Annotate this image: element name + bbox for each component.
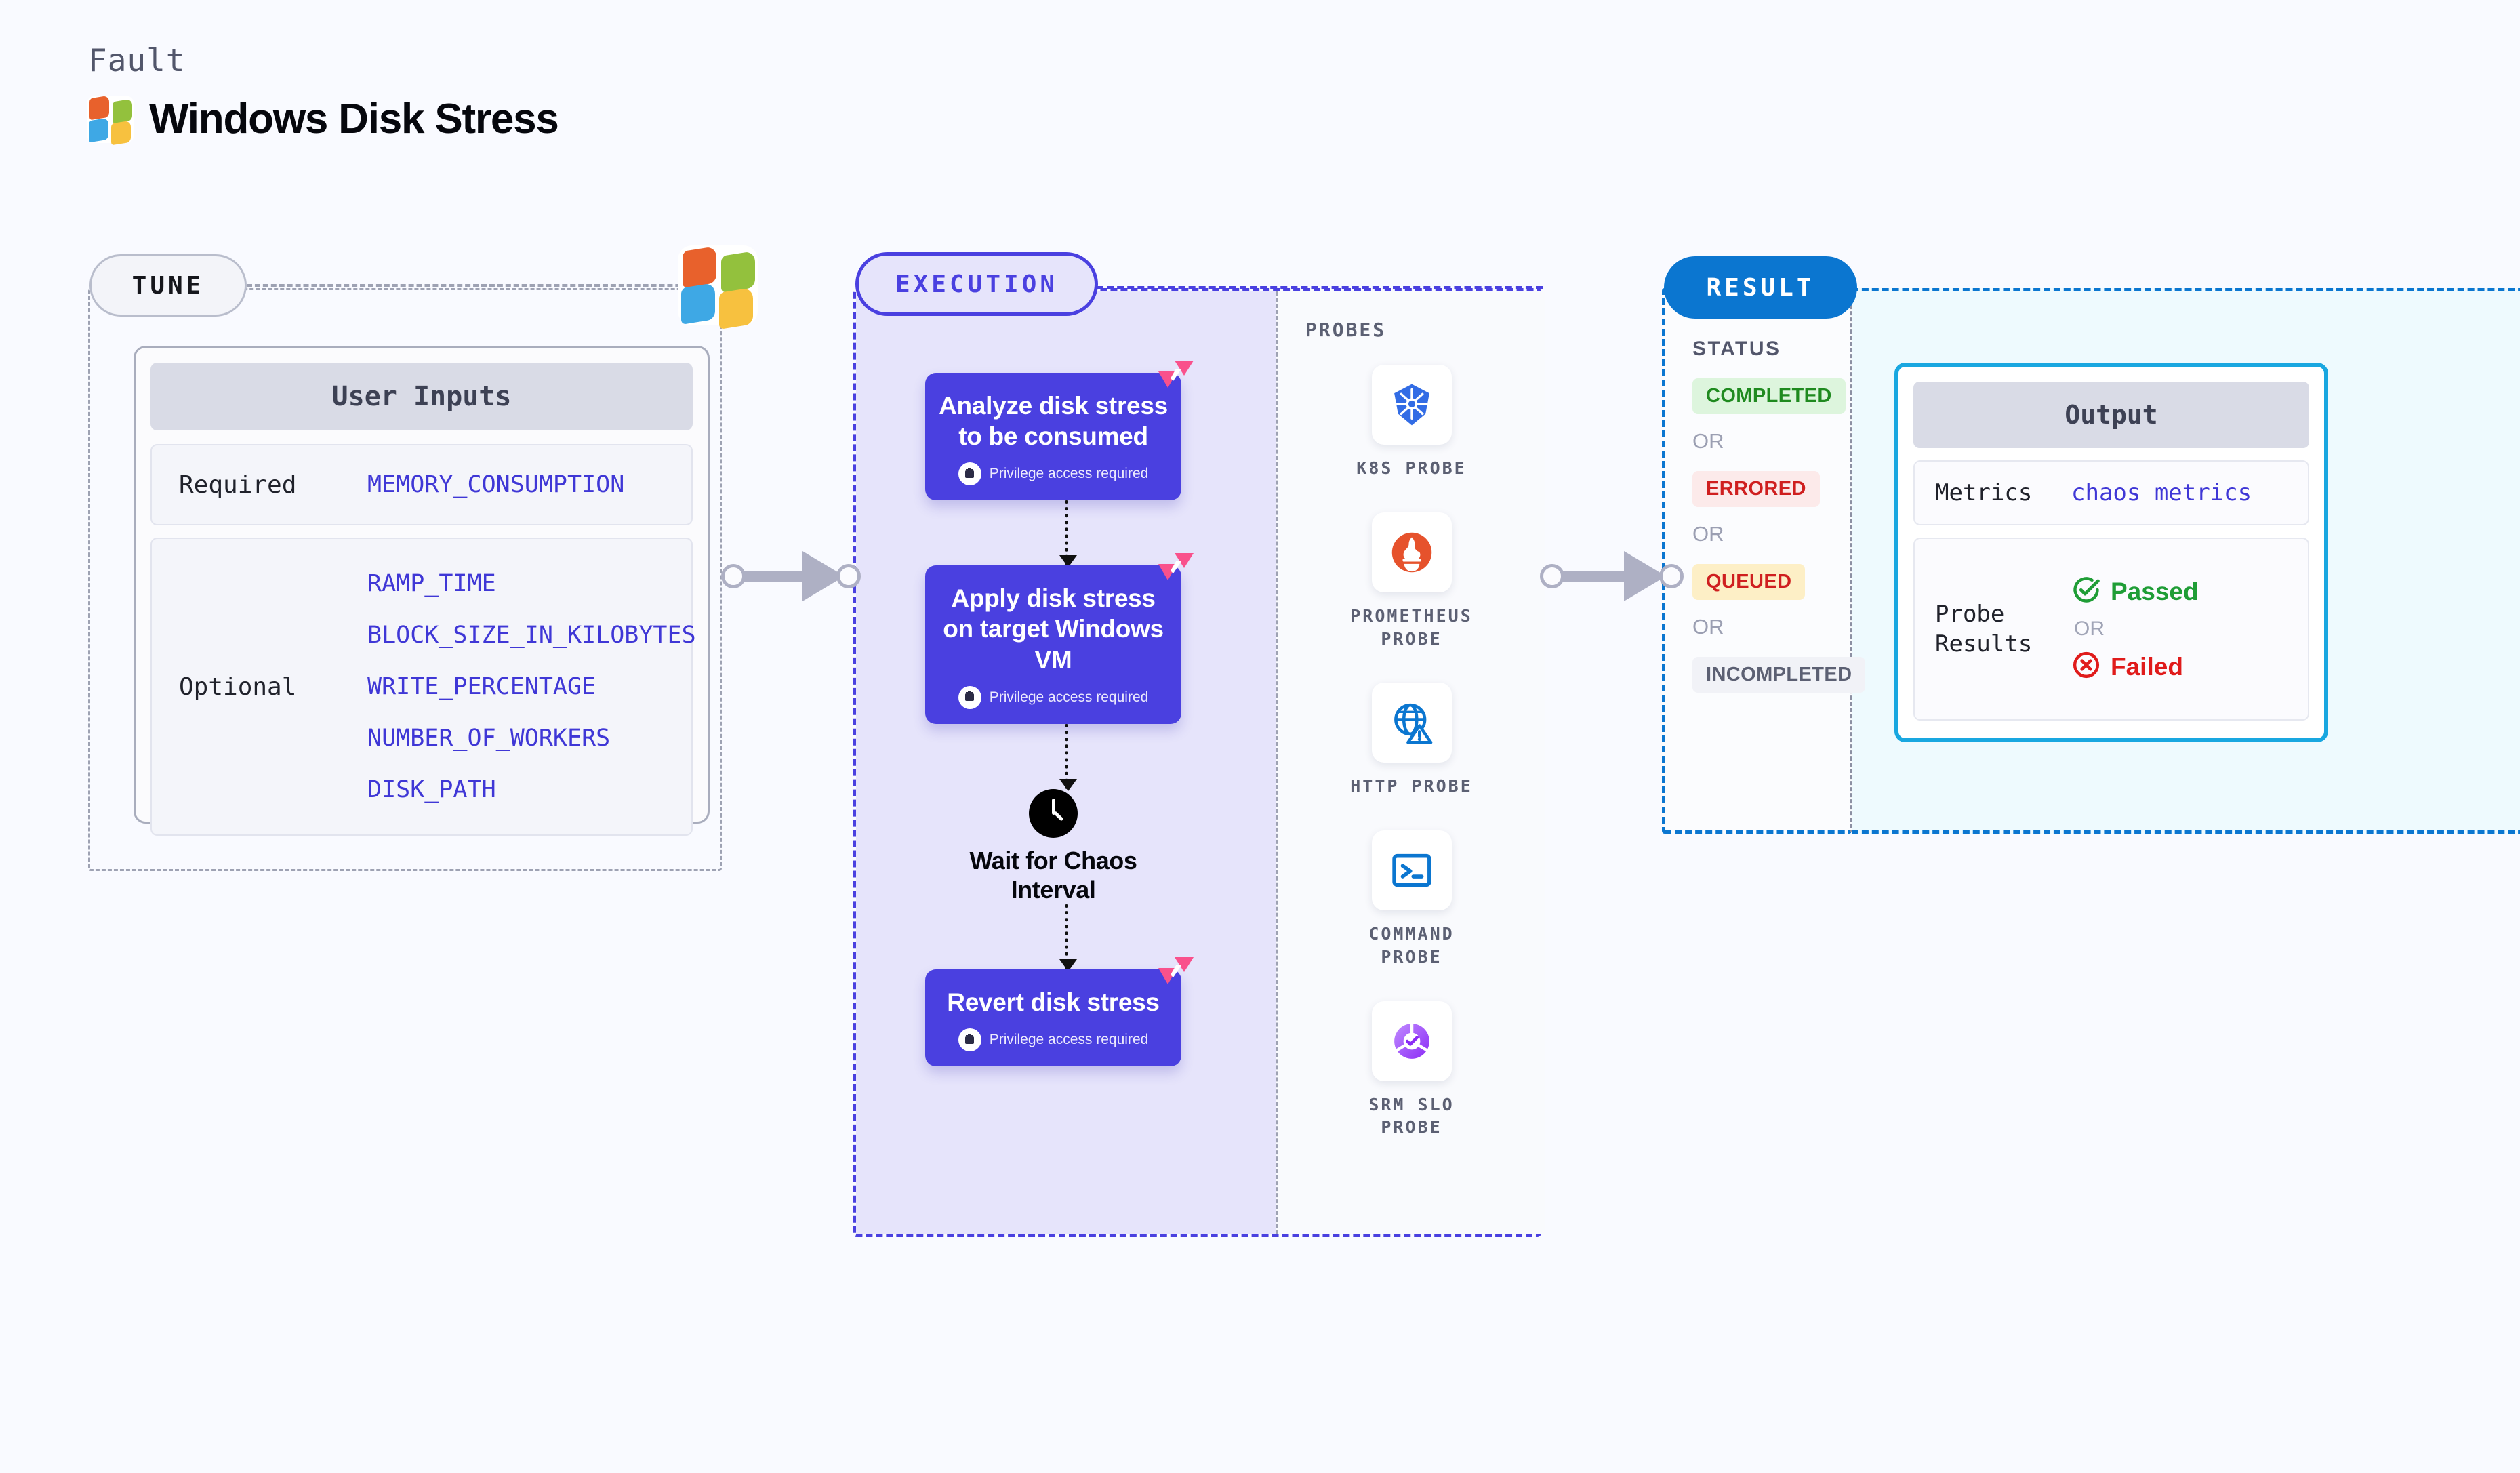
step-analyze-disk-stress[interactable]: Analyze disk stress to be consumed Privi… [925,361,1194,501]
status-list: STATUS COMPLETED OR ERRORED OR QUEUED OR… [1692,338,1866,693]
output-metrics-row: Metrics chaos metrics [1913,460,2309,525]
terminal-icon [1371,830,1452,910]
probe-label: PROMETHEUS PROBE [1350,605,1473,649]
probe-result-passed: Passed [2071,575,2199,608]
execution-badge-connector-line [1097,286,1543,289]
srm-slo-icon [1371,1001,1452,1081]
status-or-2: OR [1692,522,1724,546]
connector-execution-to-result [1539,546,1685,607]
status-badge-queued: QUEUED [1692,564,1806,600]
status-or-3: OR [1692,615,1724,639]
probe-results-values: Passed OR Failed [2071,575,2199,683]
status-badge-completed: COMPLETED [1692,378,1846,414]
probe-label: SRM SLO PROBE [1368,1094,1455,1137]
status-badge-incompleted: INCOMPLETED [1692,657,1866,693]
probe-http[interactable]: HTTP PROBE [1278,683,1545,798]
privilege-badge: Privilege access required [939,462,1168,486]
required-inputs-row: Required MEMORY_CONSUMPTION [150,444,693,525]
probe-label: HTTP PROBE [1350,776,1473,796]
probes-list: K8S PROBE PROMETHEUS PROBE [1278,365,1545,1171]
status-badge-errored: ERRORED [1692,471,1820,507]
http-globe-warning-icon [1371,683,1452,763]
windows-logo-icon [87,95,134,146]
output-title: Output [1913,382,2309,448]
probe-label: K8S PROBE [1356,458,1467,478]
clock-icon [1029,788,1078,838]
metrics-label: Metrics [1935,479,2033,506]
connector-tune-to-execution [720,546,861,607]
passed-label: Passed [2111,577,2199,605]
step-revert-disk-stress[interactable]: Revert disk stress Privilege access requ… [925,957,1194,1067]
flow-arrow-1 [925,500,1207,568]
optional-label: Optional [179,672,297,701]
probes-column: PROBES [1276,291,1545,1234]
param-number-of-workers[interactable]: NUMBER_OF_WORKERS [367,725,611,752]
check-circle-icon [2071,575,2101,608]
privilege-text: Privilege access required [989,466,1149,482]
probe-prometheus[interactable]: PROMETHEUS PROBE [1278,512,1545,651]
required-label: Required [179,470,297,499]
execution-steps-column: Analyze disk stress to be consumed Privi… [856,291,1276,1234]
flow-arrow-2 [925,723,1207,791]
wait-for-chaos-interval-node: Wait for Chaos Interval [925,788,1181,904]
probe-label: COMMAND PROBE [1368,924,1455,967]
probe-k8s[interactable]: K8S PROBE [1278,365,1545,480]
user-inputs-title: User Inputs [150,363,693,430]
tune-panel: User Inputs Required MEMORY_CONSUMPTION … [88,288,722,871]
required-params-list: MEMORY_CONSUMPTION [367,471,624,498]
execution-panel: Analyze disk stress to be consumed Privi… [853,288,1545,1237]
param-memory-consumption[interactable]: MEMORY_CONSUMPTION [367,471,625,498]
user-inputs-card: User Inputs Required MEMORY_CONSUMPTION … [134,346,710,836]
step-title: Revert disk stress [947,988,1160,1016]
x-circle-icon [2071,650,2101,683]
step-title: Apply disk stress on target Windows VM [943,584,1164,674]
param-disk-path[interactable]: DISK_PATH [367,776,496,803]
execution-badge[interactable]: EXECUTION [855,252,1098,316]
probe-result-or: OR [2074,618,2105,640]
metrics-value[interactable]: chaos metrics [2071,479,2252,506]
privilege-badge: Privilege access required [939,1028,1168,1052]
status-title: STATUS [1692,338,1781,360]
optional-inputs-row: Optional RAMP_TIME BLOCK_SIZE_IN_KILOBYT… [150,538,696,836]
probe-command[interactable]: COMMAND PROBE [1278,830,1545,969]
tune-platform-windows-icon [678,245,758,330]
privilege-text: Privilege access required [989,689,1149,705]
page-title-row: Windows Disk Stress [87,95,559,146]
output-probe-results-row: Probe Results Passed OR [1913,538,2309,721]
probes-section-title: PROBES [1305,319,1387,341]
tune-badge-connector-line [247,284,721,287]
failed-label: Failed [2111,652,2183,681]
optional-params-list: RAMP_TIME BLOCK_SIZE_IN_KILOBYTES WRITE_… [367,570,696,803]
result-status-panel: STATUS COMPLETED OR ERRORED OR QUEUED OR… [1662,288,1866,834]
result-badge[interactable]: RESULT [1664,256,1857,319]
execution-flow: Analyze disk stress to be consumed Privi… [925,361,1207,1067]
probe-result-failed: Failed [2071,650,2199,683]
param-block-size-in-kilobytes[interactable]: BLOCK_SIZE_IN_KILOBYTES [367,622,696,649]
litmus-ribbon-icon [1154,358,1196,396]
page-title: Windows Disk Stress [149,96,559,142]
flow-arrow-3 [925,904,1207,971]
litmus-ribbon-icon [1154,550,1196,588]
lock-icon [958,1028,981,1052]
tune-badge[interactable]: TUNE [89,254,247,317]
probe-srm-slo[interactable]: SRM SLO PROBE [1278,1001,1545,1139]
output-card: Output Metrics chaos metrics Probe Resul… [1894,363,2328,742]
probe-results-label: Probe Results [1935,600,2033,658]
param-ramp-time[interactable]: RAMP_TIME [367,570,496,597]
step-title: Analyze disk stress to be consumed [939,392,1168,451]
param-write-percentage[interactable]: WRITE_PERCENTAGE [367,673,596,700]
fault-kicker: Fault [88,42,186,79]
wait-node-label: Wait for Chaos Interval [969,846,1137,904]
privilege-text: Privilege access required [989,1032,1149,1048]
litmus-ribbon-icon [1154,954,1196,992]
status-or-1: OR [1692,429,1724,453]
kubernetes-icon [1371,365,1452,445]
lock-icon [958,462,981,486]
step-apply-disk-stress[interactable]: Apply disk stress on target Windows VM P… [925,553,1194,724]
lock-icon [958,685,981,709]
privilege-badge: Privilege access required [939,685,1168,709]
prometheus-icon [1371,512,1452,592]
